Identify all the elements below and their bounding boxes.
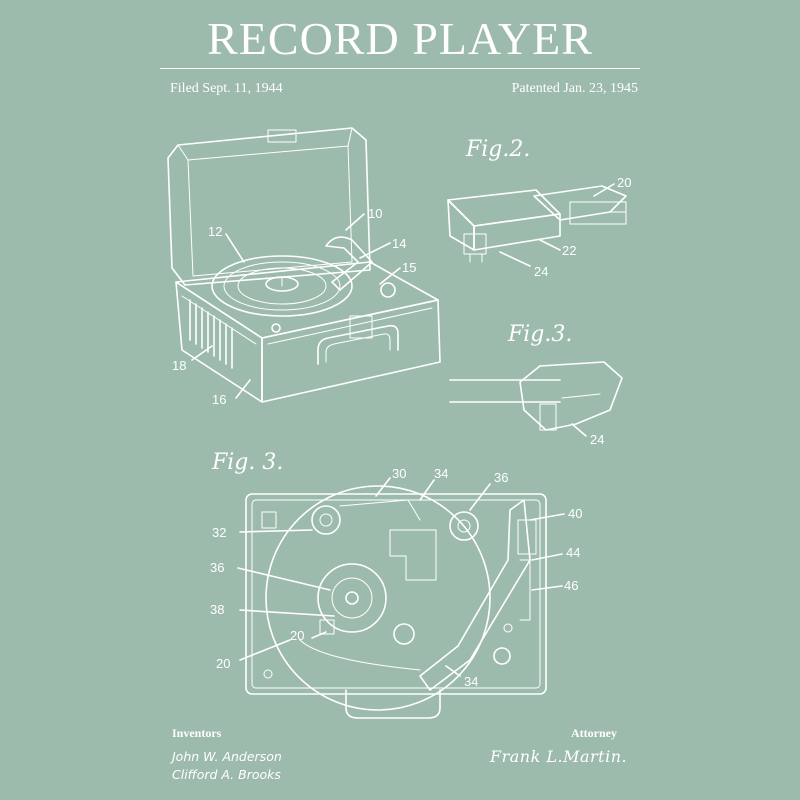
attorney-heading: Attorney bbox=[571, 726, 617, 740]
attorney-signature: Frank L.Martin. bbox=[490, 747, 628, 766]
ref-number: 22 bbox=[562, 243, 577, 258]
leader-lines bbox=[191, 183, 615, 677]
fig3b-mechanism-drawing bbox=[245, 485, 547, 719]
inventor-name: John W. Anderson bbox=[172, 749, 282, 764]
ref-number: 24 bbox=[590, 432, 605, 447]
title-divider bbox=[160, 68, 640, 69]
fig2-label: Fig.2. bbox=[466, 137, 531, 162]
ref-number: 20 bbox=[290, 628, 305, 643]
patented-date: Patented Jan. 23, 1945 bbox=[511, 81, 638, 96]
ref-number: 24 bbox=[534, 264, 549, 279]
fig3b-label: Fig. 3. bbox=[212, 450, 284, 475]
ref-number: 36 bbox=[210, 560, 225, 575]
ref-number: 15 bbox=[402, 260, 417, 275]
ref-number: 20 bbox=[617, 175, 632, 190]
ref-number: 12 bbox=[208, 224, 223, 239]
ref-number: 14 bbox=[392, 236, 407, 251]
ref-number: 34 bbox=[434, 466, 449, 481]
ref-number: 46 bbox=[564, 578, 579, 593]
ref-number: 10 bbox=[368, 206, 383, 221]
inventor-name: Clifford A. Brooks bbox=[172, 767, 281, 782]
ref-number: 20 bbox=[216, 656, 231, 671]
fig3a-tonearm-head-drawing bbox=[449, 361, 623, 431]
fig3a-label: Fig.3. bbox=[508, 322, 573, 347]
filed-date: Filed Sept. 11, 1944 bbox=[170, 81, 283, 96]
ref-number: 44 bbox=[566, 545, 581, 560]
fig1-record-player-drawing bbox=[167, 127, 441, 403]
ref-number: 18 bbox=[172, 358, 187, 373]
ref-number: 16 bbox=[212, 392, 227, 407]
ref-number: 40 bbox=[568, 506, 583, 521]
fig2-cartridge-drawing bbox=[447, 185, 627, 263]
page-title: RECORD PLAYER bbox=[207, 13, 593, 64]
ref-number: 36 bbox=[494, 470, 509, 485]
ref-number: 34 bbox=[464, 674, 479, 689]
ref-number: 38 bbox=[210, 602, 225, 617]
ref-number: 32 bbox=[212, 525, 227, 540]
inventors-heading: Inventors bbox=[172, 726, 222, 740]
ref-number: 30 bbox=[392, 466, 407, 481]
